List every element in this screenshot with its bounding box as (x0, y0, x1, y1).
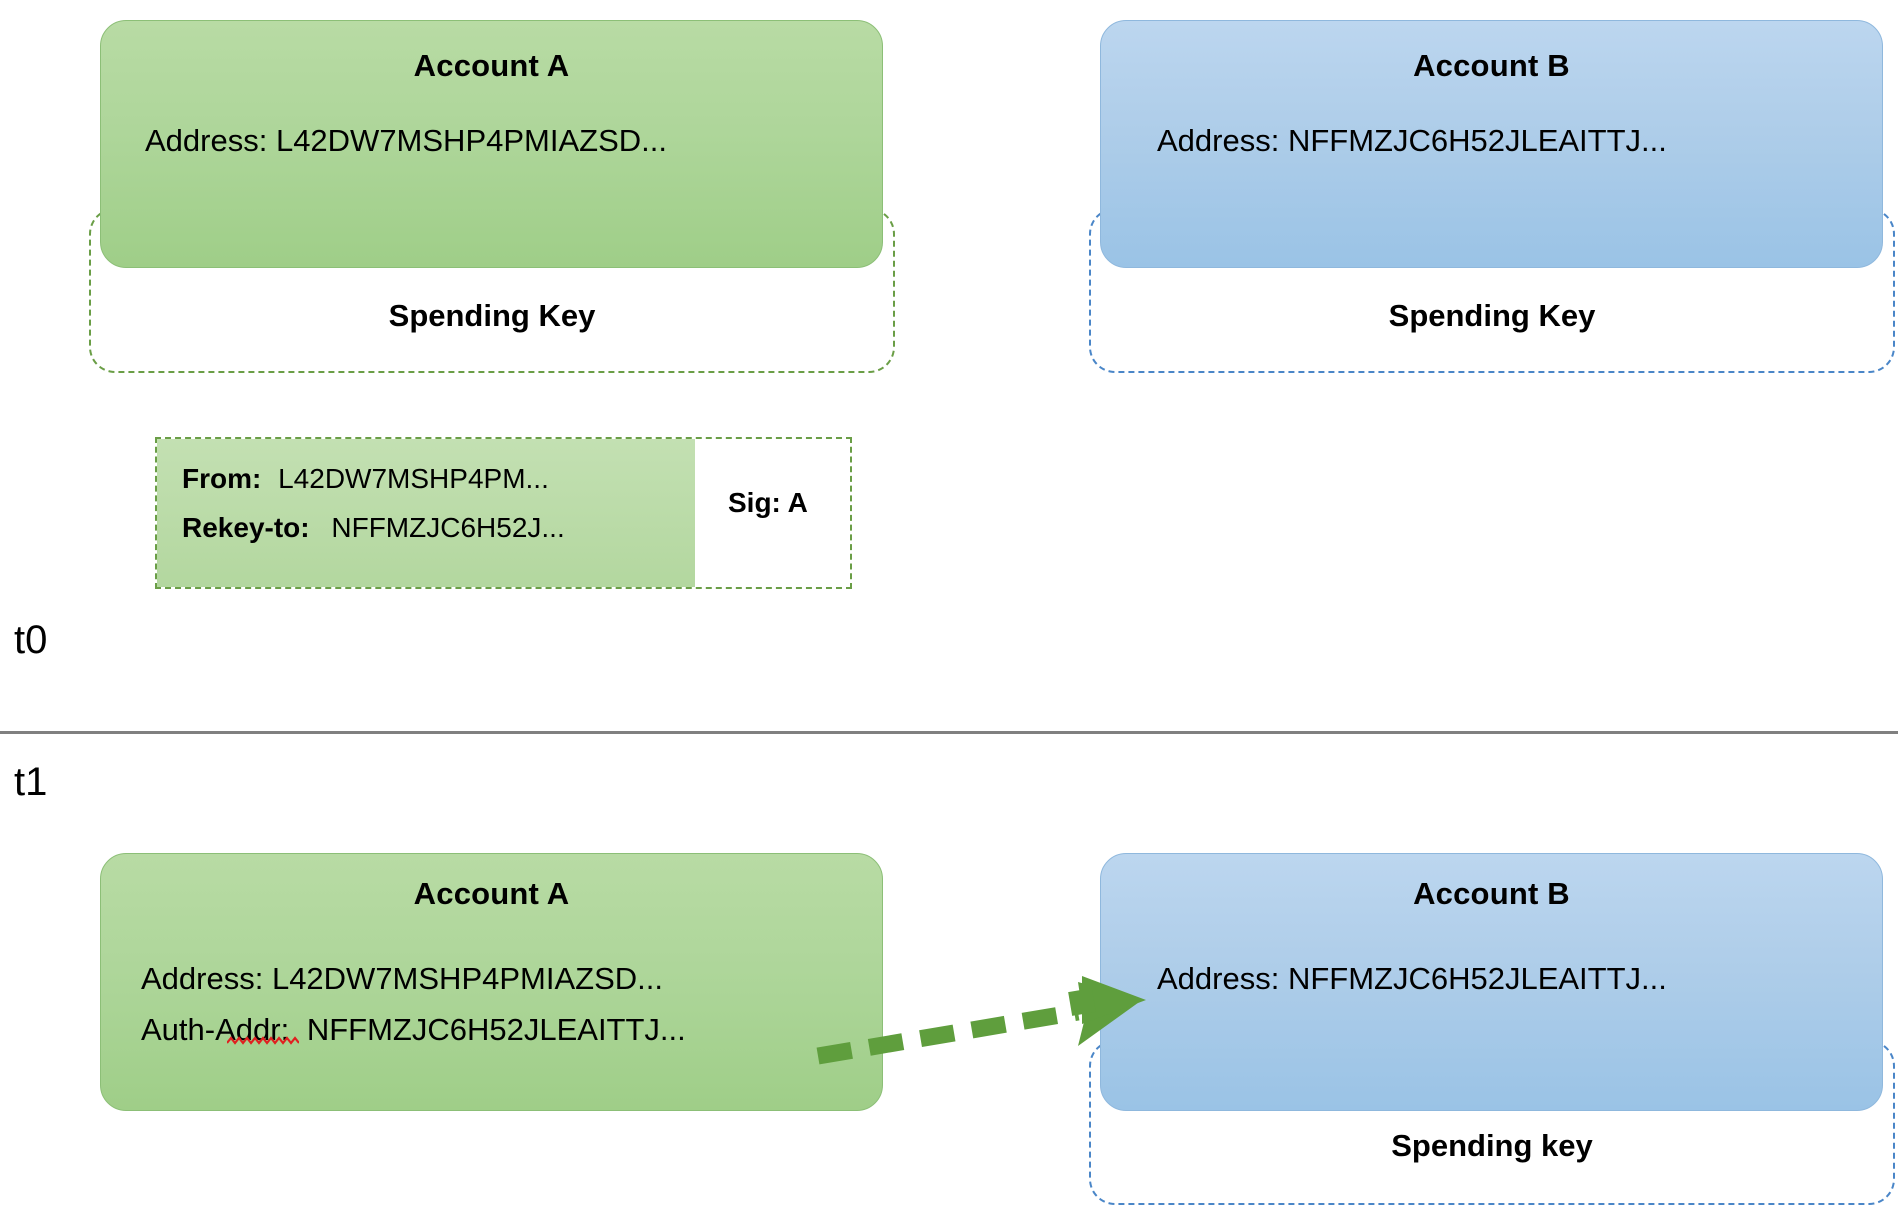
timeline-divider (0, 731, 1898, 734)
account-a-auth-addr-value-t1: NFFMZJC6H52JLEAITTJ... (306, 1012, 686, 1047)
account-a-card-t0: Account A Address: L42DW7MSHP4PMIAZSD... (100, 20, 883, 268)
timeline-label-t1: t1 (14, 760, 48, 804)
rekey-transaction-payload-fill (157, 439, 695, 587)
timeline-label-t0: t0 (14, 618, 48, 662)
transaction-from-row: From: L42DW7MSHP4PM... (182, 463, 549, 495)
account-b-address-t0: Address: NFFMZJC6H52JLEAITTJ... (1157, 123, 1667, 158)
account-a-auth-addr-row-t1: Auth-Addr: NFFMZJC6H52JLEAITTJ... (141, 1012, 686, 1048)
account-a-title-t0: Account A (413, 48, 570, 83)
transaction-rekey-row: Rekey-to: NFFMZJC6H52J... (182, 512, 565, 544)
account-a-card-t1: Account A Address: L42DW7MSHP4PMIAZSD...… (100, 853, 883, 1111)
account-b-title-t0: Account B (1413, 48, 1570, 83)
account-b-card-t0: Account B Address: NFFMZJC6H52JLEAITTJ..… (1100, 20, 1883, 268)
transaction-from-value: L42DW7MSHP4PM... (278, 463, 549, 494)
spellcheck-squiggle-icon (227, 1036, 299, 1045)
transaction-rekey-label: Rekey-to: (182, 512, 310, 543)
account-b-card-t1: Account B Address: NFFMZJC6H52JLEAITTJ..… (1100, 853, 1883, 1111)
account-a-address-t1: Address: L42DW7MSHP4PMIAZSD... (141, 961, 663, 996)
account-a-title-t1: Account A (413, 876, 570, 911)
account-a-address-t0: Address: L42DW7MSHP4PMIAZSD... (145, 123, 667, 158)
account-b-spending-key-label-t0: Spending Key (1388, 298, 1596, 333)
account-b-address-t1: Address: NFFMZJC6H52JLEAITTJ... (1157, 961, 1667, 996)
transaction-from-label: From: (182, 463, 262, 494)
rekey-delegation-arrow-icon (816, 976, 1146, 1065)
account-b-title-t1: Account B (1413, 876, 1570, 911)
transaction-rekey-value: NFFMZJC6H52J... (331, 512, 565, 543)
account-a-spending-key-label-t0: Spending Key (388, 298, 596, 333)
account-b-spending-key-label-t1: Spending key (1391, 1128, 1593, 1163)
transaction-signature-label: Sig: A (728, 487, 808, 518)
